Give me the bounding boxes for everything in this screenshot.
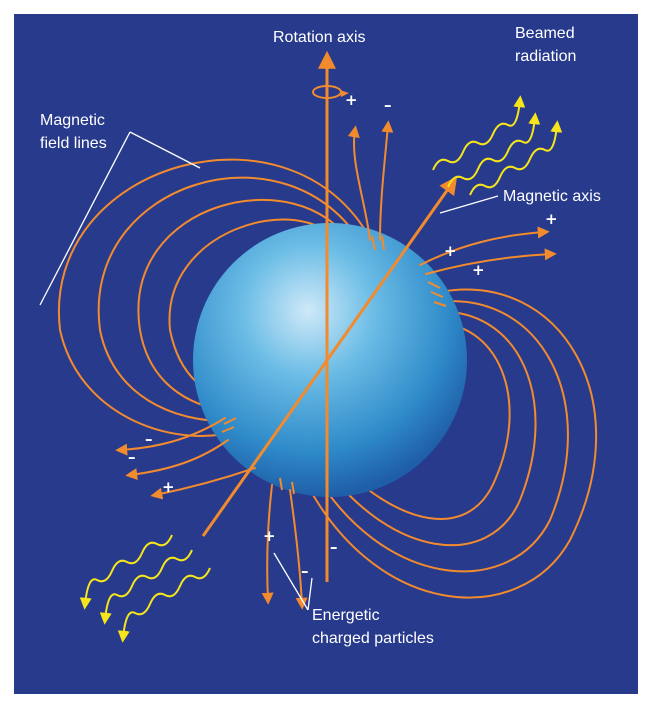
rotation-axis-label: Rotation axis [273,29,366,46]
neutron-star [193,223,467,497]
sign-right-plus-3: + [472,261,485,279]
labels: Rotation axis Beamed radiation Magnetic … [40,25,601,647]
magnetic-field-lines-right [299,288,597,599]
surface-field-stubs [221,235,447,495]
open-field-lines [115,120,557,610]
sign-top-minus: – [384,96,392,114]
rotation-direction-arrow [340,90,349,97]
field-lines-label-line2: field lines [40,135,107,152]
magnetic-axis-label: Magnetic axis [503,188,601,205]
sign-left-minus-1: – [145,430,153,448]
sign-left-plus: + [162,478,175,496]
beamed-radiation-lower [79,534,211,643]
sign-right-plus-1: + [545,210,558,228]
energetic-particles-label-line2: charged particles [312,630,434,647]
sign-bottom-plus: + [263,527,276,545]
particles-leader-1 [273,552,309,611]
beamed-radiation-label-line2: radiation [515,48,576,65]
field-lines-label-line1: Magnetic [40,112,105,129]
sign-bottom-minus-1: – [330,538,338,556]
particles-leader-2 [307,577,313,611]
sign-top-plus: + [345,91,358,109]
leader-lines [39,131,499,611]
diagram-canvas: + – + + + – – + + – – Rotation axis Beam… [39,25,601,647]
field-lines-leader-1 [39,131,131,306]
magnetic-axis [201,176,458,537]
beamed-radiation-label-line1: Beamed [515,25,575,42]
energetic-particles-label-line1: Energetic [312,607,380,624]
pulsar-diagram: + – + + + – – + + – – Rotation axis Beam… [14,14,638,694]
beamed-radiation-upper [432,95,563,196]
sign-right-plus-2: + [444,242,457,260]
sign-bottom-minus-2: – [301,562,309,580]
field-lines-leader-2 [129,131,201,169]
sign-left-minus-2: – [128,448,136,466]
rotation-axis [312,50,349,582]
magnetic-axis-leader [439,195,499,214]
charge-signs: + – + + + – – + + – – [128,91,558,580]
